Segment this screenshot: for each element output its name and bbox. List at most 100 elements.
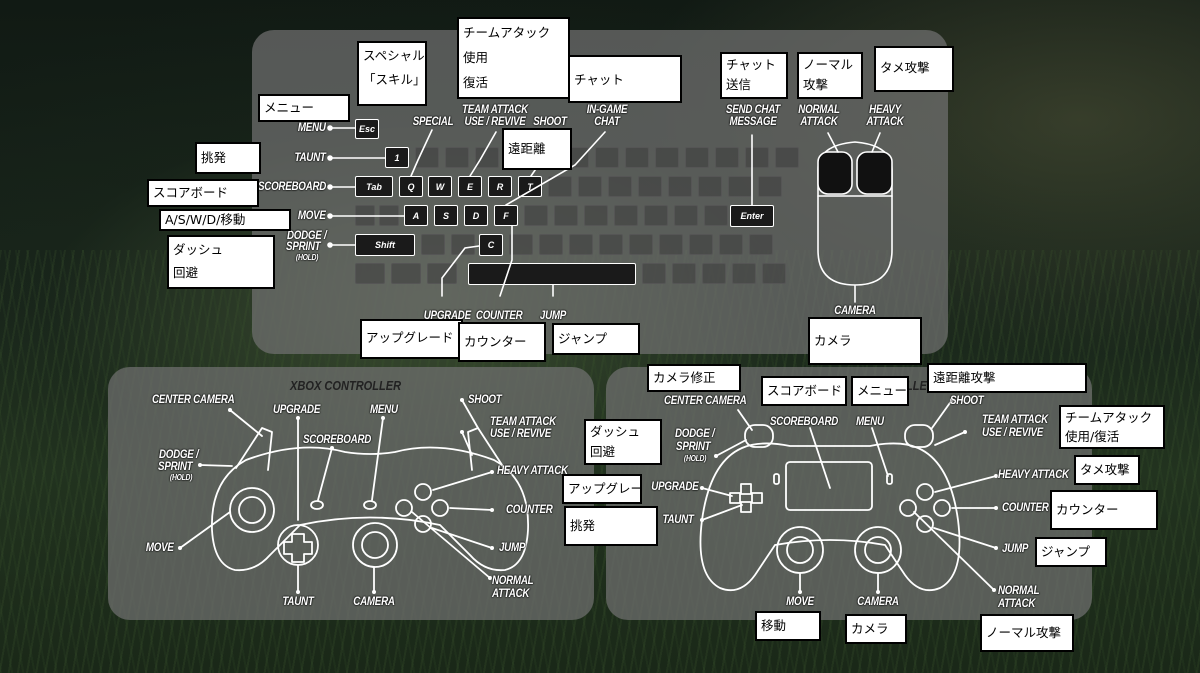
- keyboard-key: [584, 205, 608, 226]
- jp-note-team-line1: チームアタック: [463, 25, 551, 40]
- keyboard-key: [762, 263, 786, 284]
- jp-note-ps-team-line1: チームアタック: [1065, 410, 1153, 425]
- kb-label-normal-attack-1: NORMAL: [798, 104, 840, 116]
- xbox-label-normal-attack-2: ATTACK: [492, 588, 530, 600]
- keyboard-key: [625, 147, 649, 168]
- jp-note-ps-shoot: 遠距離攻撃: [927, 363, 1087, 393]
- ps-label-heavy-attack: HEAVY ATTACK: [998, 469, 1069, 481]
- jp-note-ps-jump: ジャンプ: [1035, 537, 1107, 567]
- kb-label-menu: MENU: [298, 122, 326, 134]
- keyboard-key: [644, 205, 668, 226]
- keyboard-key: [608, 176, 632, 197]
- jp-note-normal-line1: ノーマル: [803, 57, 854, 72]
- kb-label-heavy-attack-1: HEAVY: [869, 104, 901, 116]
- keyboard-key: [578, 176, 602, 197]
- kb-label-hold: (HOLD): [295, 253, 319, 262]
- xbox-label-team-attack-2: USE / REVIVE: [490, 428, 552, 440]
- kb-label-ingame-2: CHAT: [594, 116, 620, 128]
- jp-note-ps-team-attack: チームアタック 使用/復活: [1059, 405, 1165, 449]
- jp-note-xbox-upgrade: アップグレー: [562, 474, 642, 504]
- playstation-controls-panel: [606, 367, 1092, 620]
- jp-note-special-line2: 「スキル」: [363, 72, 426, 87]
- key-r: R: [488, 176, 512, 197]
- jp-note-ps-counter: カウンター: [1050, 490, 1158, 530]
- kb-label-move: MOVE: [298, 210, 326, 222]
- kb-label-jump: JUMP: [539, 310, 567, 322]
- ps-label-shoot: SHOOT: [950, 395, 984, 407]
- jp-note-counter: カウンター: [458, 322, 546, 362]
- jp-note-ps-heavy: タメ攻撃: [1074, 455, 1140, 485]
- jp-note-upgrade: アップグレード: [360, 319, 463, 359]
- key-d: D: [464, 205, 488, 226]
- jp-note-ps-menu: メニュー: [851, 376, 909, 406]
- ps-label-taunt: TAUNT: [662, 514, 694, 526]
- keyboard-key: [554, 205, 578, 226]
- key-esc: Esc: [355, 119, 379, 139]
- jp-note-special: スペシャル 「スキル」: [357, 41, 427, 106]
- jp-note-xbox-dodge-line1: ダッシュ: [590, 424, 641, 439]
- jp-note-normal-line2: 攻撃: [803, 77, 829, 92]
- jp-note-ps-team-line2: 使用/復活: [1065, 429, 1120, 444]
- ps-label-normal-attack-1: NORMAL: [998, 585, 1040, 597]
- keyboard-key: [749, 234, 773, 255]
- jp-note-send-line2: 送信: [726, 77, 752, 92]
- keyboard-key: [391, 263, 421, 284]
- keyboard-key: [689, 234, 713, 255]
- keyboard-key: [775, 147, 799, 168]
- kb-label-shoot: SHOOT: [533, 116, 567, 128]
- keyboard-key: [732, 263, 756, 284]
- ps-label-normal-attack-2: ATTACK: [998, 598, 1036, 610]
- xbox-label-team-attack-1: TEAM ATTACK: [490, 416, 556, 428]
- keyboard-key: [524, 205, 548, 226]
- ps-label-team-attack-1: TEAM ATTACK: [982, 414, 1048, 426]
- xbox-title: XBOX CONTROLLER: [290, 378, 402, 393]
- ps-label-dodge: DODGE /: [674, 428, 715, 440]
- ps-label-team-attack-2: USE / REVIVE: [982, 427, 1044, 439]
- xbox-label-sprint: SPRINT: [157, 461, 193, 473]
- key-t: T: [518, 176, 542, 197]
- keyboard-key: [539, 234, 563, 255]
- keyboard-key: [745, 147, 769, 168]
- kb-label-send-chat-2: MESSAGE: [729, 116, 777, 128]
- jp-note-scoreboard: スコアボード: [147, 179, 259, 207]
- xbox-label-hold: (HOLD): [169, 473, 193, 482]
- jp-note-dodge: ダッシュ 回避: [167, 235, 275, 289]
- key-tab: Tab: [355, 176, 393, 197]
- keyboard-key: [599, 234, 623, 255]
- kb-label-taunt: TAUNT: [294, 152, 326, 164]
- keyboard-key: [655, 147, 679, 168]
- ps-label-move: MOVE: [786, 596, 814, 608]
- ps-label-menu: MENU: [856, 416, 884, 428]
- jp-note-xbox-taunt: 挑発: [564, 506, 658, 546]
- xbox-label-taunt: TAUNT: [282, 596, 314, 608]
- key-c: C: [479, 234, 503, 256]
- jp-note-camera: カメラ: [808, 317, 922, 365]
- keyboard-key: [698, 176, 722, 197]
- keyboard-key: [451, 234, 475, 255]
- jp-note-move: A/S/W/D/移動: [159, 209, 291, 231]
- keyboard-key: [704, 205, 728, 226]
- xbox-label-heavy-attack: HEAVY ATTACK: [497, 465, 568, 477]
- keyboard-key: [569, 234, 593, 255]
- jp-note-ps-move: 移動: [755, 611, 821, 641]
- kb-label-team-attack-1: TEAM ATTACK: [462, 104, 528, 116]
- jp-note-dodge-line1: ダッシュ: [173, 242, 224, 257]
- jp-note-xbox-dodge: ダッシュ 回避: [584, 419, 662, 465]
- xbox-label-jump: JUMP: [499, 542, 526, 554]
- keyboard-key: [614, 205, 638, 226]
- keyboard-key: [445, 147, 469, 168]
- jp-note-heavy-attack: タメ攻撃: [874, 46, 954, 92]
- keyboard-key: [595, 147, 619, 168]
- jp-note-team-line3: 復活: [463, 75, 489, 90]
- keyboard-key: [355, 263, 385, 284]
- kb-label-scoreboard: SCOREBOARD: [257, 181, 326, 193]
- kb-label-normal-attack-2: ATTACK: [800, 116, 838, 128]
- jp-note-ps-camera: カメラ: [845, 614, 907, 644]
- keyboard-key: [685, 147, 709, 168]
- kb-label-dodge: DODGE /: [286, 230, 327, 242]
- keyboard-key: [638, 176, 662, 197]
- jp-note-ps-scoreboard: スコアボード: [761, 376, 847, 406]
- kb-label-send-chat-1: SEND CHAT: [725, 104, 781, 116]
- keyboard-key: [629, 234, 653, 255]
